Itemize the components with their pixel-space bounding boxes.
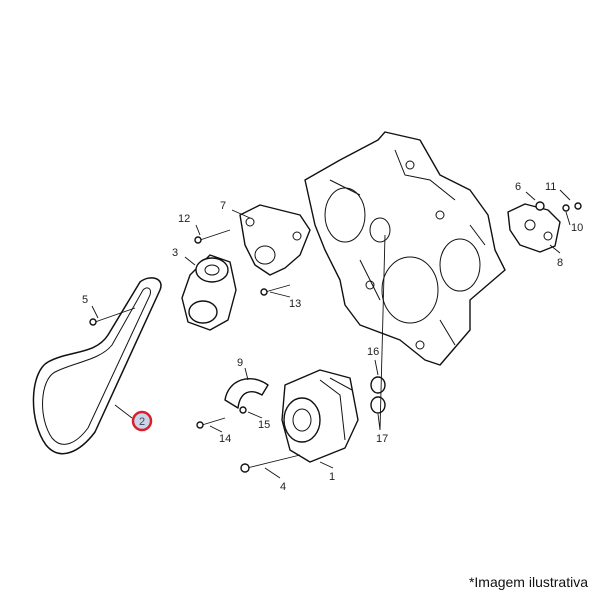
callout-2: 2 [139, 416, 145, 428]
callout-8: 8 [557, 257, 563, 269]
bracket-8 [507, 203, 561, 253]
bracket-7 [239, 204, 311, 276]
alternator [281, 369, 359, 463]
callout-17: 17 [376, 433, 388, 445]
callout-15: 15 [258, 419, 270, 431]
callout-13: 13 [289, 298, 301, 310]
callout-1: 1 [329, 471, 335, 483]
callout-5: 5 [82, 294, 88, 306]
callout-labels: 1 4 5 3 7 12 13 6 11 10 8 9 14 15 16 17 … [82, 181, 583, 493]
callout-7: 7 [220, 200, 226, 212]
bolts [89, 201, 582, 473]
bracket-9 [224, 377, 269, 409]
engine-front-cover [304, 131, 506, 366]
callout-10: 10 [571, 222, 583, 234]
spacer-16 [370, 376, 386, 394]
callout-12: 12 [178, 213, 190, 225]
serpentine-belt [32, 277, 162, 455]
highlight-ring [131, 410, 153, 432]
callout-14: 14 [219, 433, 231, 445]
callout-leaders [91, 189, 571, 479]
spacer-17 [370, 396, 386, 414]
callout-16: 16 [367, 346, 379, 358]
belt-tensioner [181, 254, 237, 331]
callout-4: 4 [280, 481, 286, 493]
callout-9: 9 [237, 357, 243, 369]
callout-6: 6 [515, 181, 521, 193]
illustrative-caption: *Imagem ilustrativa [468, 574, 588, 590]
callout-3: 3 [172, 247, 178, 259]
callout-11: 11 [545, 181, 556, 193]
